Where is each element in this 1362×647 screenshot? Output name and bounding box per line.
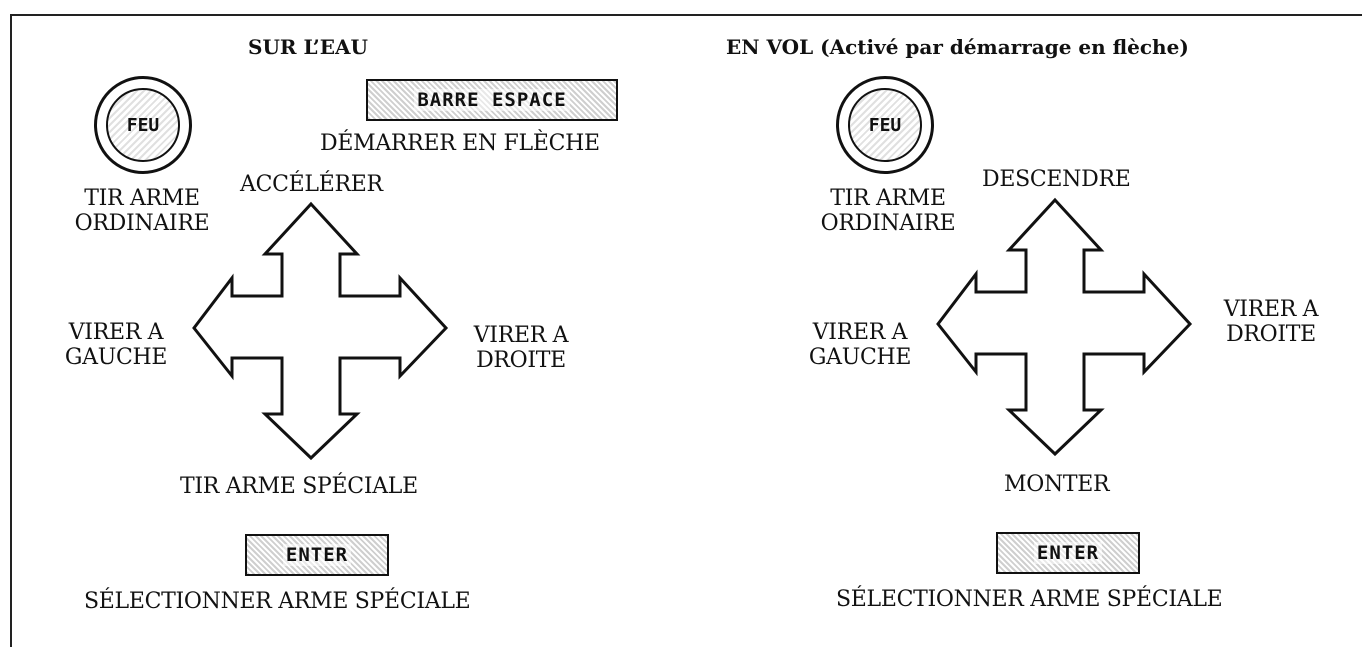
flight-fire-key-label: FEU	[868, 114, 902, 136]
flight-direction-arrows-icon	[936, 197, 1193, 457]
water-right-label: VIRER A DROITE	[446, 323, 596, 374]
diagram-frame	[10, 14, 1362, 647]
water-title: SUR L’EAU	[248, 35, 368, 59]
flight-title: EN VOL (Activé par démarrage en flèche)	[726, 35, 1189, 59]
water-fire-label-line2: ORDINAIRE	[74, 211, 210, 237]
water-enter-key-label: ENTER	[282, 544, 352, 566]
water-left-label-line2: GAUCHE	[64, 345, 168, 371]
water-enter-label: SÉLECTIONNER ARME SPÉCIALE	[84, 589, 471, 614]
flight-fire-label-line1: TIR ARME	[830, 186, 946, 211]
water-right-label-line2: DROITE	[476, 348, 566, 374]
flight-down-label: MONTER	[1004, 472, 1110, 497]
flight-enter-key: ENTER	[996, 532, 1140, 574]
flight-right-label-line2: DROITE	[1226, 322, 1316, 348]
flight-fire-label: TIR ARME ORDINAIRE	[798, 186, 978, 237]
flight-fire-button-icon: FEU	[836, 76, 934, 174]
water-fire-key-label: FEU	[126, 114, 160, 136]
flight-right-label-line1: VIRER A	[1223, 297, 1319, 322]
flight-left-label: VIRER A GAUCHE	[780, 320, 940, 371]
water-fire-button-icon: FEU	[94, 76, 192, 174]
flight-fire-label-line2: ORDINAIRE	[820, 211, 956, 237]
water-right-label-line1: VIRER A	[473, 323, 569, 348]
water-up-label: ACCÉLÉRER	[240, 172, 383, 197]
water-space-key-label: BARRE ESPACE	[414, 89, 570, 111]
water-direction-arrows-icon	[192, 201, 449, 461]
flight-up-label: DESCENDRE	[982, 167, 1131, 192]
water-left-label: VIRER A GAUCHE	[36, 320, 196, 371]
water-down-label: TIR ARME SPÉCIALE	[180, 474, 418, 499]
water-space-label: DÉMARRER EN FLÈCHE	[320, 131, 600, 156]
water-space-key: BARRE ESPACE	[366, 79, 618, 121]
flight-enter-label: SÉLECTIONNER ARME SPÉCIALE	[836, 587, 1223, 612]
water-left-label-line1: VIRER A	[68, 320, 164, 345]
flight-enter-key-label: ENTER	[1033, 542, 1103, 564]
flight-left-label-line1: VIRER A	[812, 320, 908, 345]
water-fire-label: TIR ARME ORDINAIRE	[52, 186, 232, 237]
water-fire-label-line1: TIR ARME	[84, 186, 200, 211]
flight-right-label: VIRER A DROITE	[1196, 297, 1346, 348]
flight-left-label-line2: GAUCHE	[808, 345, 912, 371]
water-enter-key: ENTER	[245, 534, 389, 576]
